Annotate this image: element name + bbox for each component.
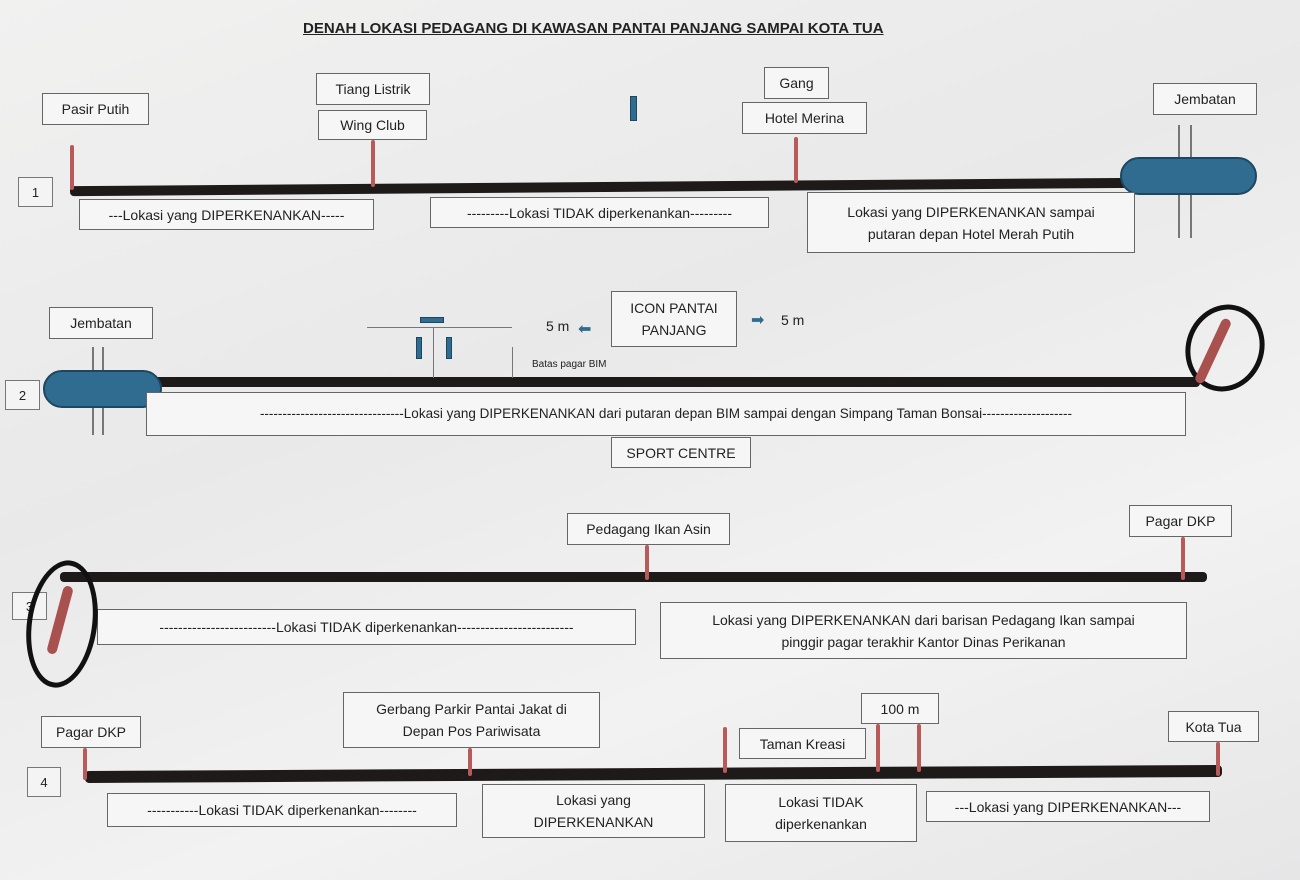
label-icon-pantai-panjang: ICON PANTAI PANJANG (611, 291, 737, 347)
fence-line (512, 347, 513, 378)
zone-allowed: ---Lokasi yang DIPERKENANKAN--- (926, 791, 1210, 822)
gate-pillar-icon (416, 337, 422, 359)
zone-allowed: Lokasi yang DIPERKENANKAN dari barisan P… (660, 602, 1187, 659)
label-pedagang-ikan-asin: Pedagang Ikan Asin (567, 513, 730, 545)
right-distance: 5 m (781, 312, 805, 328)
left-distance: 5 m (546, 318, 570, 334)
label-batas-pagar: Batas pagar BIM (532, 359, 607, 370)
zone-allowed: Lokasi yang DIPERKENANKAN sampai putaran… (807, 192, 1135, 253)
marker-post (723, 727, 727, 773)
label-100m: 100 m (861, 693, 939, 724)
label-wing-club: Wing Club (318, 110, 427, 140)
label-taman-kreasi: Taman Kreasi (739, 728, 866, 759)
marker-post (876, 724, 880, 772)
marker-post (1216, 742, 1220, 776)
zone-allowed: Lokasi yang DIPERKENANKAN (482, 784, 705, 838)
label-sport-centre: SPORT CENTRE (611, 437, 751, 468)
zone-not-allowed: Lokasi TIDAK diperkenankan (725, 784, 917, 842)
arrow-right-icon: ➡ (751, 312, 765, 329)
section-number: 3 (12, 592, 47, 620)
map-title: DENAH LOKASI PEDAGANG DI KAWASAN PANTAI … (303, 20, 884, 37)
label-pagar-dkp: Pagar DKP (1129, 505, 1232, 537)
zone-allowed: --------------------------------Lokasi y… (146, 392, 1186, 436)
label-jembatan: Jembatan (49, 307, 153, 339)
label-jembatan: Jembatan (1153, 83, 1257, 115)
label-pagar-dkp: Pagar DKP (41, 716, 141, 748)
zone-not-allowed: -----------Lokasi TIDAK diperkenankan---… (107, 793, 457, 827)
label-gang: Gang (764, 67, 829, 99)
zone-not-allowed: -------------------------Lokasi TIDAK di… (97, 609, 636, 645)
gate-icon (420, 317, 444, 323)
label-kota-tua: Kota Tua (1168, 711, 1259, 742)
marker-post (917, 724, 921, 772)
gate-line (433, 327, 434, 378)
marker-post (371, 140, 375, 187)
marker-post (83, 748, 87, 780)
marker-post (1181, 537, 1185, 580)
marker-post (794, 137, 798, 183)
label-tiang-listrik: Tiang Listrik (316, 73, 430, 105)
zone-allowed: ---Lokasi yang DIPERKENANKAN----- (79, 199, 374, 230)
zone-not-allowed: ---------Lokasi TIDAK diperkenankan-----… (430, 197, 769, 228)
road-line (150, 377, 1200, 387)
marker-post (645, 545, 649, 580)
arrow-left-icon: ⬅ (578, 321, 592, 338)
road-line (60, 572, 1207, 582)
marker-post (70, 145, 74, 190)
label-gerbang-parkir: Gerbang Parkir Pantai Jakat di Depan Pos… (343, 692, 600, 748)
section-number: 4 (27, 767, 61, 797)
section-number: 2 (5, 380, 40, 410)
label-pasir-putih: Pasir Putih (42, 93, 149, 125)
bridge-marker (1120, 157, 1257, 195)
bridge-marker (43, 370, 162, 408)
gate-line (367, 327, 512, 328)
marker-post (468, 748, 472, 776)
label-hotel-merina: Hotel Merina (742, 102, 867, 134)
section-number: 1 (18, 177, 53, 207)
road-line (84, 765, 1223, 783)
gate-pillar-icon (446, 337, 452, 359)
pole-icon (630, 96, 637, 121)
